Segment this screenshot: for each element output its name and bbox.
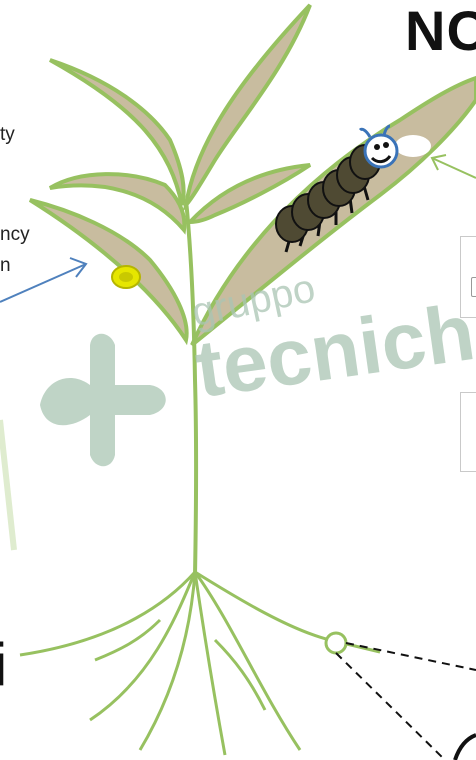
- arrow-to-spot: [0, 258, 86, 302]
- left-label-1: ty: [0, 124, 15, 146]
- leaf-left-lower: [30, 200, 187, 340]
- disease-spot-core: [119, 272, 133, 282]
- big-left-text: i: [0, 630, 7, 699]
- right-box-2: [460, 392, 476, 472]
- right-box-1: [460, 236, 476, 318]
- roots: [20, 572, 380, 755]
- left-label-2: ncy: [0, 224, 30, 246]
- root-node-circle: [326, 633, 346, 653]
- zoom-circle-edge: [455, 735, 476, 760]
- egg-icon: [395, 135, 431, 157]
- zoom-lines: [336, 643, 476, 760]
- faint-line: [0, 420, 14, 550]
- page-title: NO: [405, 0, 476, 63]
- main-stem: [186, 200, 196, 575]
- right-box-1-icon: [471, 277, 476, 297]
- watermark-logo: [40, 334, 166, 467]
- left-label-3: n: [0, 255, 11, 277]
- arrow-to-egg: [432, 155, 476, 178]
